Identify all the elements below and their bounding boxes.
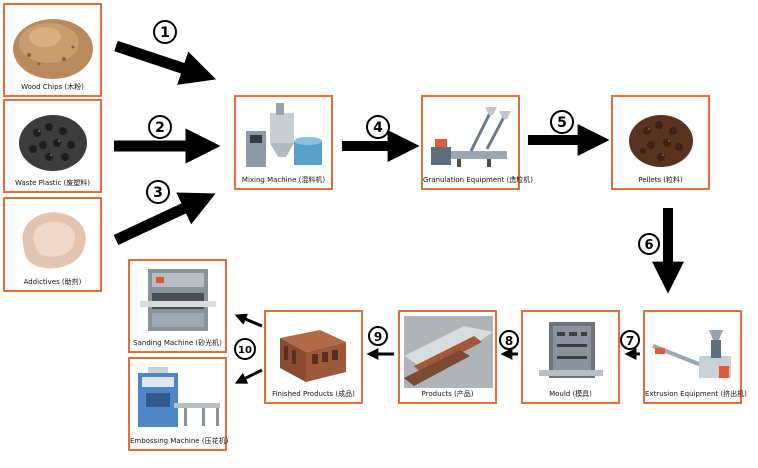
finished-products-label: Finished Products (成品) (272, 390, 355, 398)
svg-text:2: 2 (155, 120, 165, 136)
finished-products-box: Finished Products (成品) (264, 310, 363, 404)
step-badge-10: 10 (234, 338, 256, 360)
wood-chips-label: Wood Chips (木粉) (21, 83, 84, 91)
step-badge-6: 6 (638, 233, 660, 255)
products-label: Products (产品) (421, 390, 474, 398)
extrusion-equipment-box: Extrusion Equipment (挤出机) (643, 310, 747, 404)
pellets-box: Pellets (粒料) (611, 95, 710, 190)
pellets-image (629, 115, 693, 167)
svg-text:10: 10 (238, 345, 252, 356)
step-badges: 1 2 3 4 5 6 7 8 9 10 (146, 20, 660, 360)
step-badge-1: 1 (153, 20, 177, 44)
mixing-machine-box: Mixing Machine (混料机) (234, 95, 333, 190)
step-badge-3: 3 (146, 180, 170, 204)
svg-text:9: 9 (374, 330, 382, 344)
arrow-10b (234, 368, 263, 384)
products-box: Products (产品) (398, 310, 497, 404)
mixing-machine-image (246, 103, 322, 167)
embossing-machine-box: Embossing Machine (压花机) (128, 357, 229, 451)
step-badge-2: 2 (148, 115, 172, 139)
svg-text:6: 6 (644, 238, 653, 253)
step-badge-7: 7 (620, 330, 640, 350)
embossing-machine-label: Embossing Machine (压花机) (130, 437, 229, 445)
svg-text:4: 4 (373, 120, 383, 136)
sanding-machine-image (140, 269, 216, 331)
step-badge-9: 9 (368, 326, 388, 346)
svg-text:3: 3 (153, 185, 163, 201)
step-badge-8: 8 (499, 330, 519, 350)
arrow-3 (113, 192, 216, 245)
mould-box: Mould (模具) (521, 310, 620, 404)
svg-text:5: 5 (557, 115, 567, 131)
wood-chips-box: Wood Chips (木粉) (3, 3, 102, 97)
finished-products-image (280, 330, 346, 382)
waste-plastic-box: Waste Plastic (废塑料) (3, 99, 102, 193)
arrow-10a (234, 313, 263, 328)
mould-image (539, 322, 603, 378)
waste-plastic-image (19, 115, 87, 171)
arrow-1 (114, 40, 217, 85)
wood-chips-image (13, 19, 93, 79)
svg-text:7: 7 (626, 334, 634, 348)
step-badge-5: 5 (550, 110, 574, 134)
granulation-equipment-label: Granulation Equipment (造粒机) (423, 176, 534, 184)
products-image (404, 316, 493, 388)
mould-label: Mould (模具) (549, 390, 592, 398)
sanding-machine-label: Sanding Machine (砂光机) (133, 339, 222, 347)
svg-text:8: 8 (505, 334, 513, 348)
extrusion-equipment-label: Extrusion Equipment (挤出机) (645, 390, 747, 398)
svg-text:1: 1 (160, 25, 170, 41)
sanding-machine-box: Sanding Machine (砂光机) (128, 259, 227, 353)
granulation-equipment-box: Granulation Equipment (造粒机) (421, 95, 534, 190)
embossing-machine-image (138, 367, 220, 427)
addictives-label: Addictives (助剂) (23, 278, 82, 286)
addictives-box: Addictives (助剂) (3, 197, 102, 292)
mixing-machine-label: Mixing Machine (混料机) (241, 176, 326, 184)
granulation-equipment-image (431, 107, 511, 167)
addictives-image (22, 212, 86, 269)
pellets-label: Pellets (粒料) (638, 176, 683, 184)
step-badge-4: 4 (366, 115, 390, 139)
waste-plastic-label: Waste Plastic (废塑料) (14, 179, 90, 187)
extrusion-equipment-image (652, 330, 731, 378)
